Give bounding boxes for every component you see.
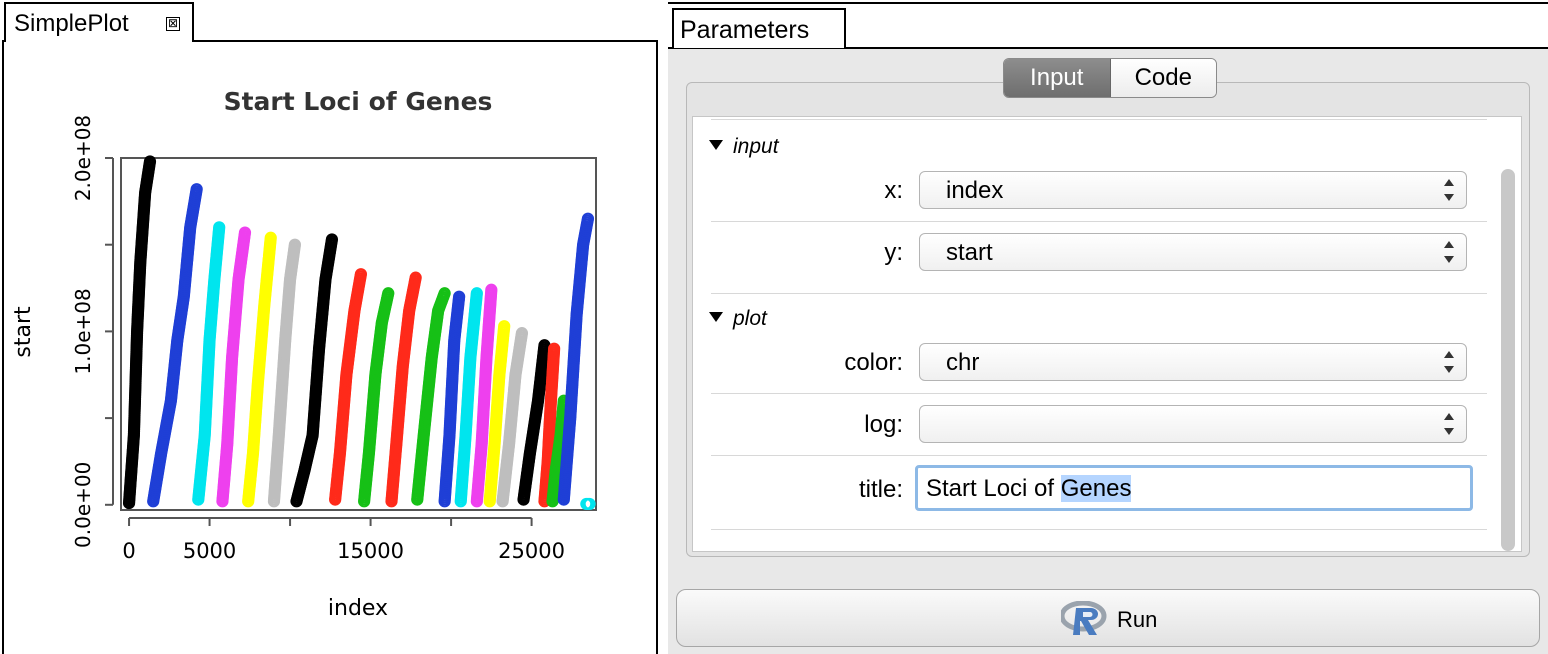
divider <box>711 529 1487 530</box>
data-point <box>354 268 368 281</box>
title-input-unselected: Start Loci of <box>926 475 1061 502</box>
x-axis: 0 5000 15000 25000 <box>122 517 565 563</box>
color-label: color: <box>844 349 903 376</box>
view-toggle: Input Code <box>1003 58 1217 98</box>
up-down-arrows-icon <box>1444 179 1454 201</box>
divider <box>711 119 1487 120</box>
data-point <box>264 231 277 244</box>
data-point <box>548 342 561 355</box>
data-point <box>409 271 422 284</box>
divider <box>711 221 1487 222</box>
data-point <box>325 233 339 246</box>
data-points <box>122 155 596 511</box>
title-input-selection: Genes <box>1060 475 1132 502</box>
scrollbar-thumb[interactable] <box>1501 169 1515 551</box>
x-tick-label: 25000 <box>498 539 565 563</box>
log-label: log: <box>864 411 903 438</box>
title-input-text: Start Loci of Genes <box>926 475 1132 503</box>
up-down-arrows-icon <box>1444 351 1454 373</box>
x-label: x: <box>884 177 903 204</box>
data-point <box>213 221 226 234</box>
data-point <box>515 327 529 340</box>
x-select[interactable]: index <box>919 171 1467 209</box>
data-point <box>453 290 466 303</box>
color-select-value: chr <box>946 349 980 376</box>
data-point <box>470 287 483 300</box>
up-down-arrows-icon <box>1444 241 1454 263</box>
log-select[interactable] <box>919 405 1467 443</box>
y-select[interactable]: start <box>919 233 1467 271</box>
divider <box>711 455 1487 456</box>
data-point <box>143 155 157 168</box>
plot-frame <box>2 40 658 654</box>
data-point <box>382 287 395 300</box>
x-tick-label: 0 <box>122 539 135 563</box>
divider <box>711 393 1487 394</box>
close-icon[interactable]: ⊠ <box>166 16 180 31</box>
y-axis-label: start <box>11 306 36 358</box>
section-label: input <box>733 135 779 158</box>
disclosure-triangle-icon <box>709 312 723 323</box>
tab-simpleplot[interactable]: SimplePlot ⊠ <box>4 2 194 42</box>
y-tick-label: 2.0e+08 <box>71 115 95 201</box>
y-tick-label: 0.0e+00 <box>71 462 95 548</box>
data-point <box>288 238 301 251</box>
color-select[interactable]: chr <box>919 343 1467 381</box>
y-label: y: <box>884 239 903 266</box>
section-label: plot <box>733 307 767 330</box>
up-down-arrows-icon <box>1444 413 1454 435</box>
run-button-label: Run <box>1117 607 1158 632</box>
data-point <box>581 212 595 225</box>
title-label: title: <box>858 476 903 503</box>
data-point <box>485 283 498 296</box>
tab-label: Parameters <box>680 16 810 44</box>
disclosure-triangle-icon <box>709 140 723 151</box>
tab-parameters[interactable]: Parameters <box>672 8 846 48</box>
chart-title: Start Loci of Genes <box>224 87 493 116</box>
data-point <box>438 287 451 300</box>
section-plot[interactable]: plot <box>709 307 767 331</box>
y-axis: 0.0e+00 1.0e+08 2.0e+08 <box>71 115 114 548</box>
data-point <box>498 320 511 333</box>
x-axis-label: index <box>328 596 388 621</box>
tab-code[interactable]: Code <box>1110 59 1216 97</box>
run-button[interactable]: Run <box>676 589 1540 647</box>
r-logo-icon <box>1061 601 1107 635</box>
section-input[interactable]: input <box>709 135 779 159</box>
scatter-plot: Start Loci of Genes index start 0 5000 150… <box>11 87 597 621</box>
data-point <box>583 497 596 511</box>
data-point <box>190 183 203 196</box>
data-point <box>238 226 252 239</box>
y-tick-label: 1.0e+08 <box>71 288 95 374</box>
divider <box>668 2 1548 4</box>
tab-label: SimplePlot <box>14 10 129 37</box>
divider <box>711 293 1487 294</box>
x-tick-label: 5000 <box>183 539 236 563</box>
x-tick-label: 15000 <box>337 539 404 563</box>
tab-input[interactable]: Input <box>1004 59 1111 97</box>
title-input[interactable]: Start Loci of Genes <box>915 465 1473 511</box>
x-select-value: index <box>946 177 1004 204</box>
plot-area-box <box>120 157 597 511</box>
parameters-list: input x: index y: start plot color: chr … <box>692 116 1522 552</box>
y-select-value: start <box>946 239 993 266</box>
